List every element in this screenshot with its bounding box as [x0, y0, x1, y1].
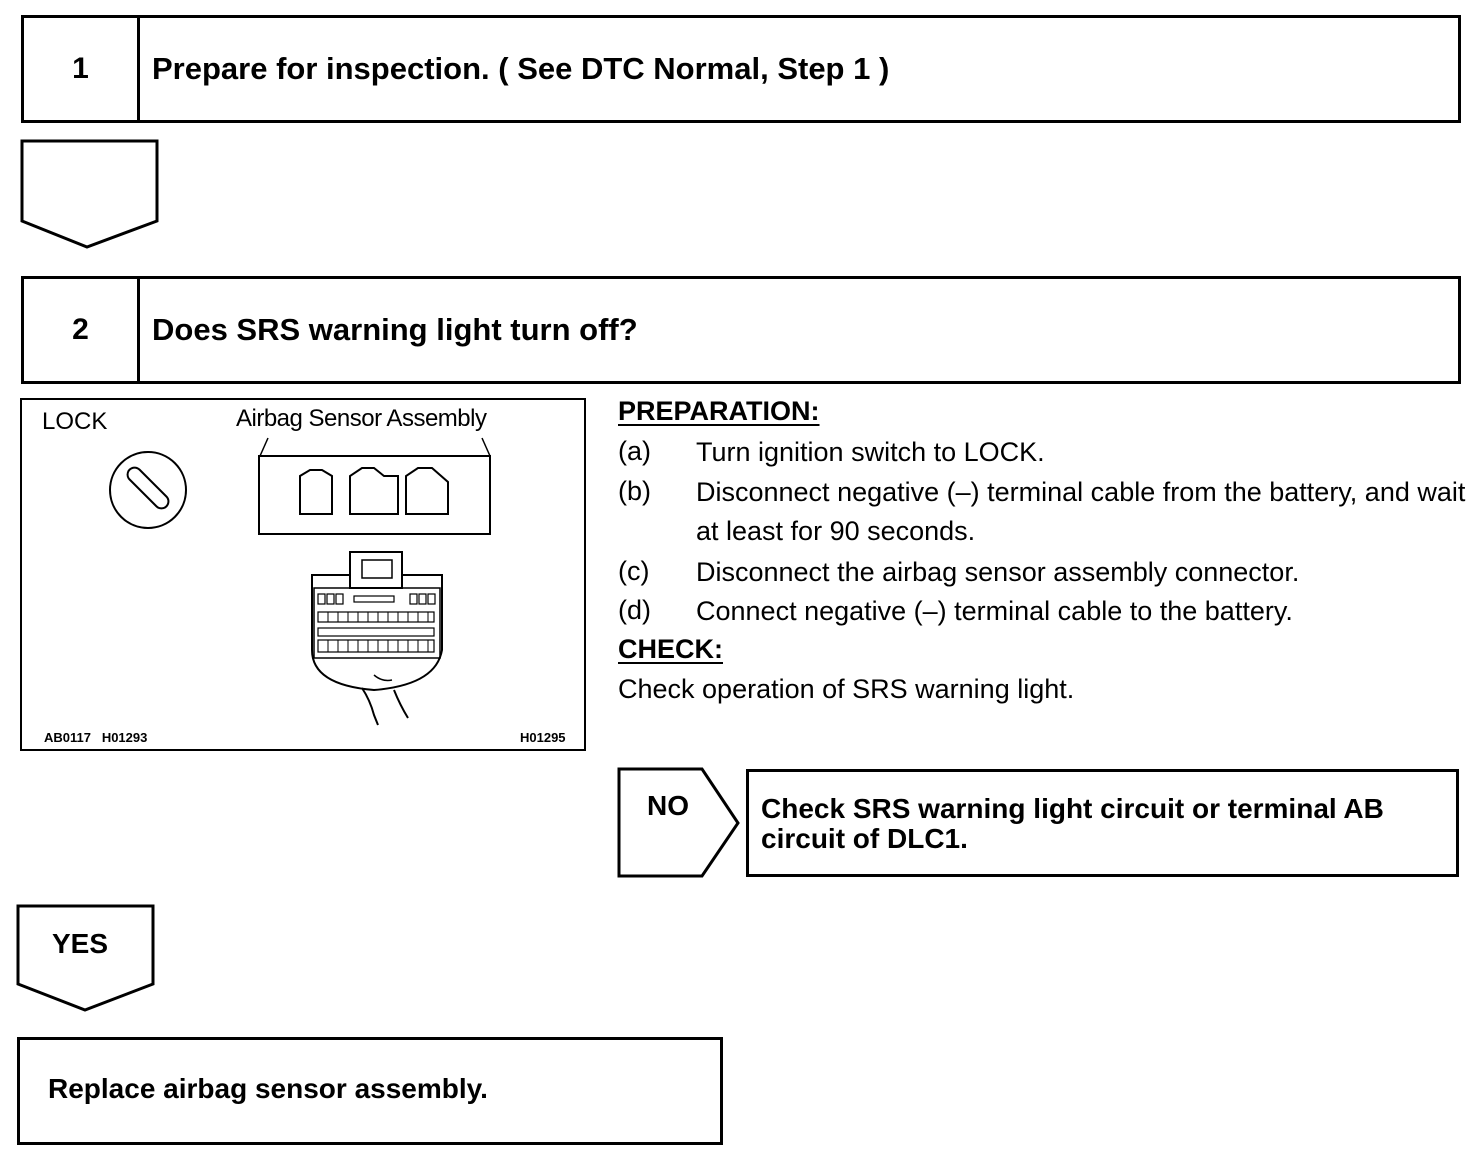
connector-illustration: LOCK Airbag Sensor Assembly [20, 398, 586, 751]
yes-result-text: Replace airbag sensor assembly. [48, 1073, 488, 1104]
prep-item-d-letter: (d) [618, 595, 651, 625]
no-label: NO [647, 790, 689, 821]
step-2-number: 2 [24, 279, 140, 381]
no-result-text: Check SRS warning light circuit or termi… [761, 793, 1384, 854]
yes-result-box: Replace airbag sensor assembly. [17, 1037, 723, 1145]
figure-code-left: AB0117 H01293 [44, 730, 148, 745]
yes-label: YES [52, 928, 109, 959]
preparation-heading: PREPARATION: [618, 396, 820, 426]
figure-code-right: H01295 [520, 730, 566, 745]
step-2-title: Does SRS warning light turn off? [152, 312, 638, 347]
prep-item-c-text: Disconnect the airbag sensor assembly co… [696, 557, 1300, 587]
prep-item-a-text: Turn ignition switch to LOCK. [696, 437, 1045, 467]
check-heading: CHECK: [618, 634, 723, 664]
prep-item-d-text: Connect negative (–) terminal cable to t… [696, 596, 1293, 626]
check-text: Check operation of SRS warning light. [618, 674, 1075, 704]
step-1-title: Prepare for inspection. ( See DTC Normal… [152, 51, 890, 86]
step-1-box: 1 Prepare for inspection. ( See DTC Norm… [21, 15, 1461, 123]
no-result-box: Check SRS warning light circuit or termi… [746, 769, 1459, 877]
step-2-box: 2 Does SRS warning light turn off? [21, 276, 1461, 384]
sensor-label: Airbag Sensor Assembly [236, 405, 487, 432]
lock-label: LOCK [42, 408, 108, 435]
prep-item-a-letter: (a) [618, 436, 651, 466]
prep-item-c-letter: (c) [618, 556, 650, 586]
ignition-connector-drawing [109, 437, 491, 726]
prep-item-b-text: Disconnect negative (–) terminal cable f… [696, 477, 1466, 546]
step-1-number: 1 [24, 18, 140, 120]
prep-item-b-letter: (b) [618, 476, 651, 506]
